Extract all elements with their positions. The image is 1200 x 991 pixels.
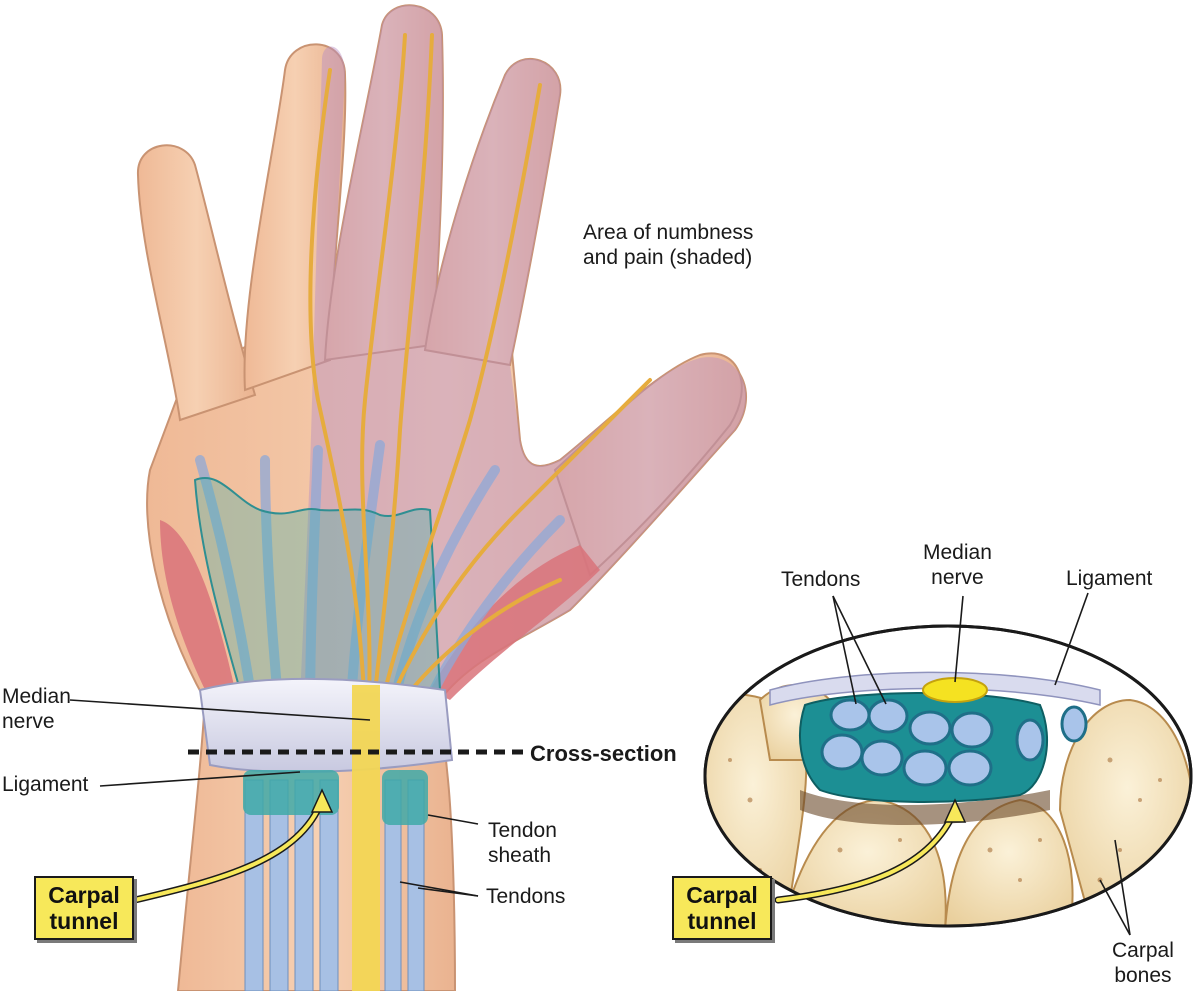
carpal-bones-label-line1: Carpal [1112,939,1174,962]
carpal-bone-4 [1058,698,1191,922]
tendons-label-left: Tendons [486,885,566,908]
arrowhead-right [943,798,967,823]
median-nerve-label-left-line2: nerve [2,710,55,733]
median-nerve-branches [308,33,652,722]
median-nerve-label-right-line2: nerve [931,566,984,589]
cross-section-view [703,624,1193,928]
carpal-bones-label-line2: bones [1114,964,1172,987]
carpal-tunnel-callout-left-line2: tunnel [49,908,119,934]
median-nerve-label-right-line1: Median [923,541,992,564]
median-nerve-label-left-line1: Median [2,685,71,708]
median-nerve-wrist [352,685,380,991]
carpal-bones-label: Carpal bones [1112,938,1174,988]
pinky-finger [136,144,257,422]
carpal-tunnel-callout-left: Carpal tunnel [34,876,134,940]
numbness-label: Area of numbness and pain (shaded) [583,220,753,270]
index-finger [423,57,562,367]
cross-section-label: Cross-section [530,741,677,766]
numbness-shaded-area [300,5,747,700]
carpal-tunnel-callout-right-line1: Carpal [686,882,758,908]
median-nerve-label-left: Median nerve [2,684,71,734]
ligament-label-right: Ligament [1066,567,1153,590]
tendon-sheath-label-line1: Tendon [488,819,557,842]
numbness-label-line1: Area of numbness [583,221,754,244]
ligament-label-left: Ligament [2,773,89,796]
arrowhead-left [310,788,334,813]
hypothenar-muscle [160,520,235,700]
carpal-tunnel-callout-right-line2: tunnel [687,908,757,934]
thenar-muscle [430,545,600,700]
numbness-label-line2: and pain (shaded) [583,246,753,269]
median-nerve-label-right: Median nerve [923,540,992,590]
transverse-ligament [198,677,454,773]
tendon-sheath-label: Tendon sheath [488,818,557,868]
hand [136,4,747,991]
cross-section-tendons [820,698,1088,787]
tendon-sheath-label-line2: sheath [488,844,552,867]
cross-section-ligament [769,671,1101,706]
wrist-tendons [243,770,428,991]
leader-lines [69,592,1131,936]
carpal-tunnel-callout-left-line1: Carpal [48,882,120,908]
carpal-tunnel-callout-right: Carpal tunnel [672,876,772,940]
tendon-sheath-palm [193,477,442,691]
tendons-label-right: Tendons [781,568,861,591]
